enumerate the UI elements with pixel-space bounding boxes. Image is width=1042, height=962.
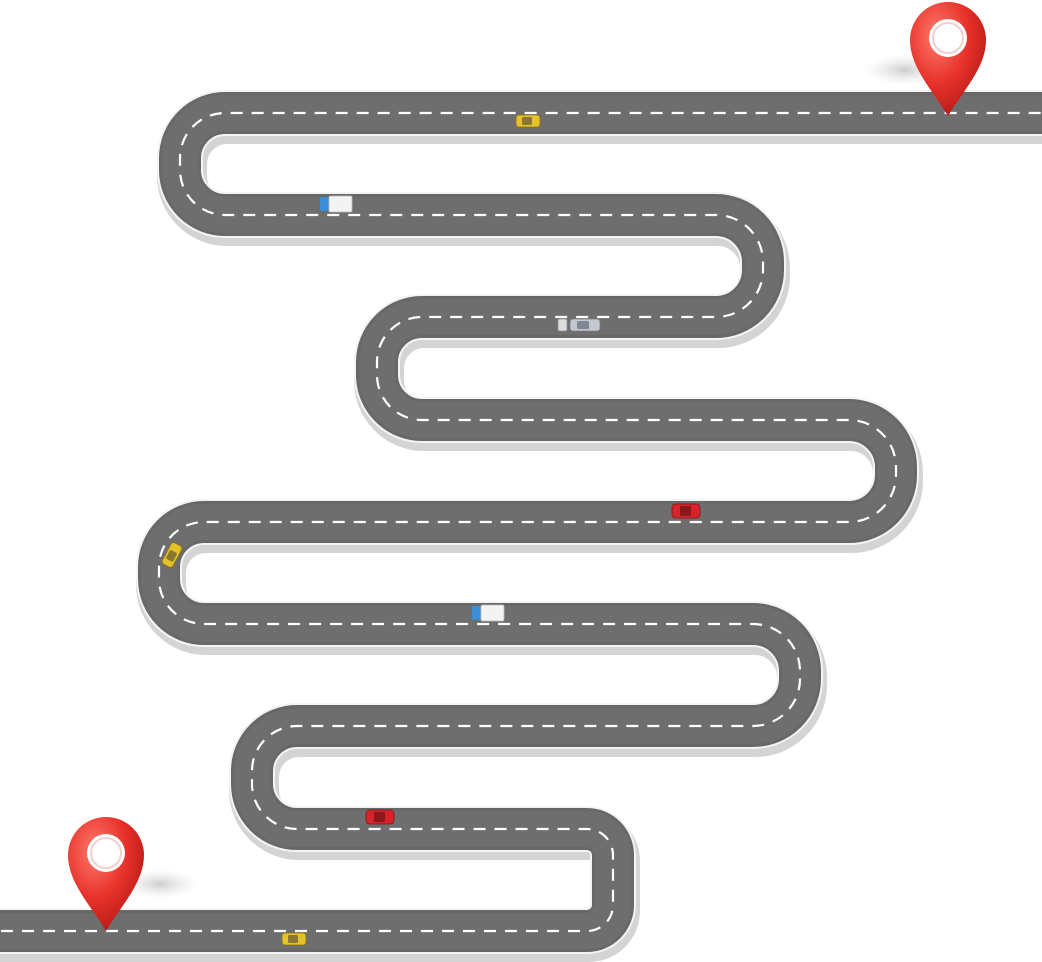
taxi-car bbox=[161, 542, 183, 568]
map-pin-icon bbox=[68, 817, 144, 931]
blue-truck bbox=[320, 195, 353, 213]
end-pin bbox=[863, 2, 986, 116]
red-car bbox=[671, 503, 701, 519]
taxi-car bbox=[515, 114, 541, 128]
red-car bbox=[365, 809, 395, 825]
pin-shadow bbox=[120, 869, 200, 899]
silver-car bbox=[557, 318, 601, 332]
road bbox=[0, 113, 1042, 937]
start-pin bbox=[68, 817, 200, 931]
vehicles bbox=[161, 114, 701, 946]
taxi-car bbox=[281, 932, 307, 946]
map-pin-icon bbox=[910, 2, 986, 116]
blue-truck bbox=[472, 604, 505, 622]
